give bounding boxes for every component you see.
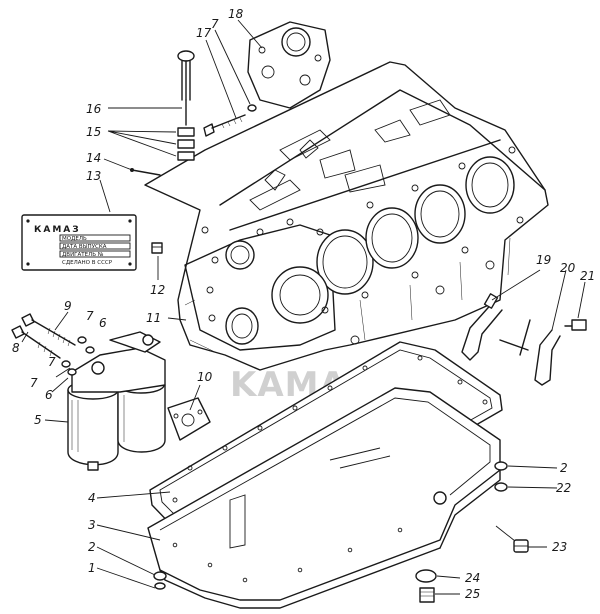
callout-22: 22 xyxy=(556,481,571,495)
drain-plug xyxy=(513,539,529,553)
washer-7 xyxy=(85,346,95,354)
callout-12: 12 xyxy=(150,283,165,297)
short-bolt xyxy=(11,325,61,359)
callout-7-low: 7 xyxy=(48,355,56,369)
callout-9: 9 xyxy=(64,299,72,313)
callout-19: 19 xyxy=(536,253,551,267)
callout-14: 14 xyxy=(86,151,101,165)
callout-3: 3 xyxy=(88,518,96,532)
washer-top xyxy=(247,104,257,112)
callout-17: 17 xyxy=(196,26,212,40)
plate-line3: ДВИГАТЕЛЬ № xyxy=(62,252,104,258)
callout-20: 20 xyxy=(560,261,576,275)
plate-line1: МОДЕЛЬ xyxy=(62,236,87,242)
bolt-22 xyxy=(494,482,508,492)
leader-lines xyxy=(21,19,586,595)
callout-2: 2 xyxy=(88,540,96,554)
callout-6: 6 xyxy=(45,388,53,402)
callout-13: 13 xyxy=(86,169,101,183)
callout-1: 1 xyxy=(88,561,96,575)
drain-plug-lower xyxy=(419,587,435,603)
nameplate: КАМАЗ МОДЕЛЬ ДАТА ВЫПУСКА ДВИГАТЕЛЬ № СД… xyxy=(21,214,137,271)
nut-2-right xyxy=(494,461,508,471)
washer-7b xyxy=(61,360,71,368)
bolt-top xyxy=(203,114,246,137)
plug xyxy=(151,242,163,254)
callout-7-mid: 7 xyxy=(86,309,94,323)
cylinder-bores xyxy=(316,156,515,295)
washer-6b xyxy=(67,368,77,376)
washer-6 xyxy=(77,336,87,344)
long-bolt xyxy=(21,313,76,347)
drain-washer xyxy=(415,569,437,583)
cylinder-block xyxy=(144,61,549,371)
thermostat-housing xyxy=(247,21,331,109)
callout-23: 23 xyxy=(552,540,567,554)
callout-24: 24 xyxy=(465,571,480,585)
callout-5: 5 xyxy=(34,413,42,427)
callout-4: 4 xyxy=(88,491,96,505)
stud-1 xyxy=(154,582,166,590)
plate-line4: СДЕЛАНО В СССР xyxy=(62,260,113,266)
bolt-holes xyxy=(201,146,524,345)
plate-brand: КАМАЗ xyxy=(34,225,81,235)
breather-tubes xyxy=(461,293,587,386)
callout-21: 21 xyxy=(580,269,595,283)
callout-10: 10 xyxy=(197,370,213,384)
callout-7-top: 7 xyxy=(211,17,219,31)
callout-labels: 1 2 3 4 5 6 7 8 9 10 11 12 13 14 15 16 1… xyxy=(12,7,595,601)
callout-11: 11 xyxy=(146,311,161,325)
callout-2-right: 2 xyxy=(560,461,568,475)
pin xyxy=(130,168,161,176)
oil-filter xyxy=(67,331,166,471)
callout-8: 8 xyxy=(12,341,20,355)
callout-15: 15 xyxy=(86,125,101,139)
callout-25: 25 xyxy=(465,587,480,601)
nut-2-left xyxy=(153,571,167,581)
plate-line2: ДАТА ВЫПУСКА xyxy=(62,244,107,250)
callout-6-mid: 6 xyxy=(99,316,107,330)
callout-18: 18 xyxy=(228,7,244,21)
dipstick-assembly xyxy=(177,50,195,161)
callout-7: 7 xyxy=(30,376,38,390)
callout-16: 16 xyxy=(86,102,102,116)
filter-gasket xyxy=(167,397,211,441)
